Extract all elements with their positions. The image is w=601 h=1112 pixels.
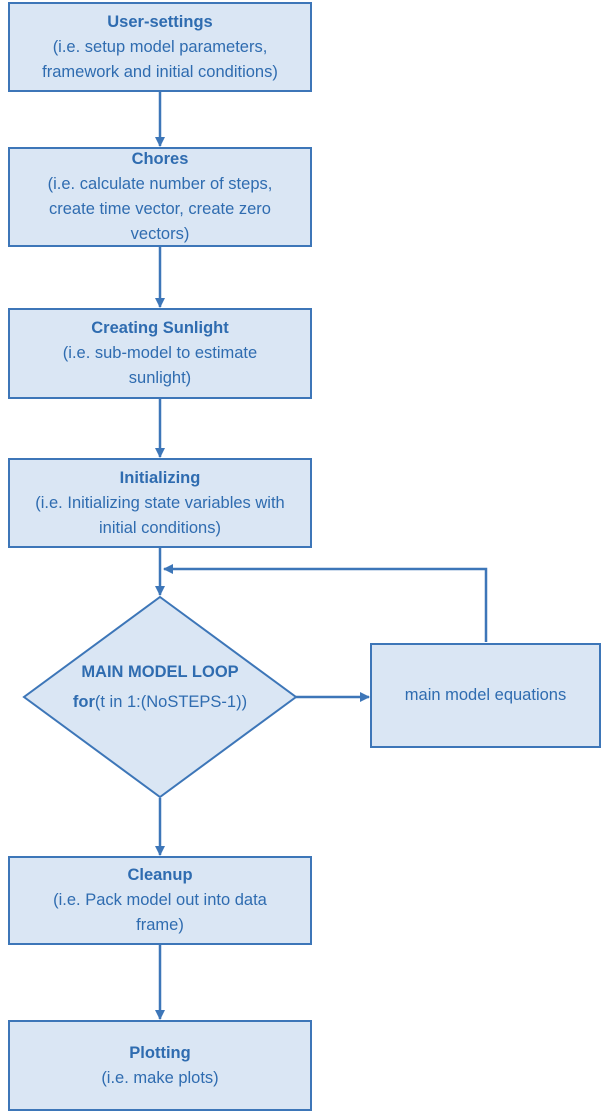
initializing-title: Initializing: [119, 468, 201, 487]
cleanup-description: (i.e. Pack model out into data frame): [53, 891, 267, 934]
user-settings-box: User-settings (i.e. setup model paramete…: [8, 2, 312, 92]
creating-sunlight-title: Creating Sunlight: [91, 319, 229, 337]
arrow-equations-feedback: [163, 564, 488, 642]
loop-decision-diamond: [22, 595, 298, 799]
chores-description: (i.e. calculate number of steps, create …: [47, 175, 273, 243]
plotting-description: (i.e. make plots): [101, 1068, 219, 1087]
chores-title: Chores: [131, 150, 189, 168]
plotting-box: Plotting (i.e. make plots): [8, 1020, 312, 1111]
loop-range: (t in 1:(NoSTEPS-1)): [94, 693, 248, 711]
initializing-description: (i.e. Initializing state variables with …: [35, 493, 285, 537]
loop-title: MAIN MODEL LOOP: [81, 663, 239, 681]
creating-sunlight-description: (i.e. sub-model to estimate sunlight): [62, 344, 258, 387]
main-model-equations-label: main model equations: [404, 686, 567, 704]
loop-expression: for(t in 1:(NoSTEPS-1)): [24, 690, 296, 715]
initializing-box: Initializing (i.e. Initializing state va…: [8, 458, 312, 548]
chores-box: Chores (i.e. calculate number of steps, …: [8, 147, 312, 247]
user-settings-description: (i.e. setup model parameters, framework …: [42, 37, 278, 81]
user-settings-title: User-settings: [107, 12, 213, 31]
creating-sunlight-box: Creating Sunlight (i.e. sub-model to est…: [8, 308, 312, 399]
plotting-title: Plotting: [129, 1043, 191, 1062]
main-model-equations-box: main model equations: [370, 643, 601, 748]
cleanup-box: Cleanup (i.e. Pack model out into data f…: [8, 856, 312, 945]
loop-keyword: for: [72, 693, 95, 711]
cleanup-title: Cleanup: [127, 866, 193, 884]
